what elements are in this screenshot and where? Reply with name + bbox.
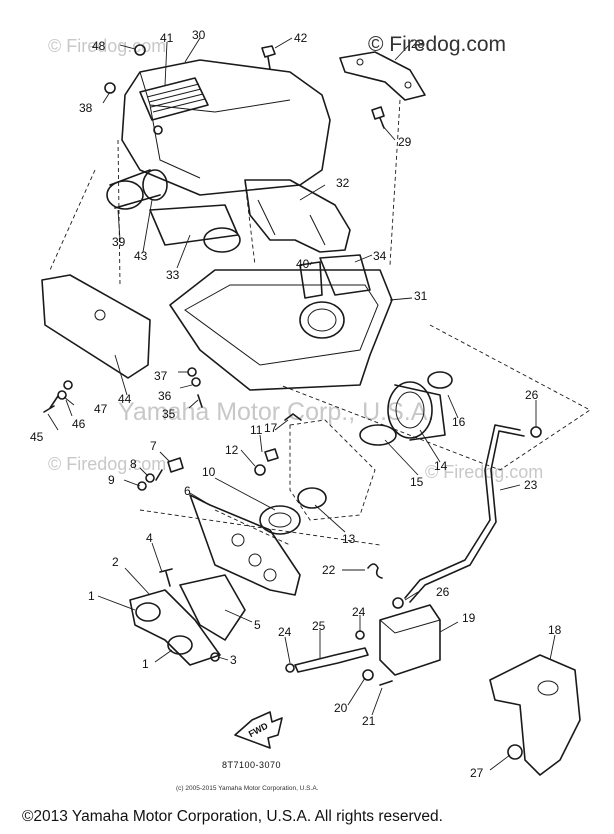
- callout-18: 18: [548, 623, 562, 637]
- callout-24b: 24: [352, 605, 366, 619]
- intake-ducts: [106, 169, 351, 253]
- side-plate: [41, 274, 151, 379]
- callout-21: 21: [362, 714, 376, 728]
- callout-48: 48: [92, 39, 106, 53]
- callout-23: 23: [524, 478, 538, 492]
- callout-26a: 26: [525, 388, 539, 402]
- bracket-part: [339, 51, 426, 101]
- callout-2: 2: [112, 555, 119, 569]
- callout-19: 19: [462, 611, 476, 625]
- carb-joint: [359, 371, 453, 446]
- callout-7: 7: [150, 439, 157, 453]
- callout-22: 22: [322, 563, 336, 577]
- callout-4: 4: [146, 531, 153, 545]
- callout-8: 8: [130, 457, 137, 471]
- callout-35: 35: [162, 407, 176, 421]
- callout-43: 43: [134, 249, 148, 263]
- callout-11: 11: [250, 423, 263, 437]
- callout-31: 31: [414, 289, 428, 303]
- callout-26b: 26: [436, 585, 450, 599]
- watermark-firedog: © Firedog.com: [368, 33, 507, 56]
- callout-40: 40: [296, 257, 310, 271]
- manifold-parts: [129, 487, 327, 666]
- watermark-left: © Firedog.com: [48, 36, 166, 56]
- callout-28: 28: [411, 37, 425, 51]
- watermark-center: Yamaha Motor Corp., U.S.A.: [118, 398, 434, 426]
- callout-1b: 1: [142, 657, 149, 671]
- callout-24a: 24: [278, 625, 292, 639]
- callout-37: 37: [154, 369, 168, 383]
- diagram-code: 8T7100-3070: [222, 760, 282, 770]
- callout-labels: 1 1 2 3 4 5 6 7 8 9 10 11 12 13 14 15 16…: [30, 28, 562, 780]
- callout-16: 16: [452, 415, 466, 429]
- hose: [404, 424, 521, 599]
- small-copyright: (c) 2005-2015 Yamaha Motor Corporation, …: [176, 785, 319, 792]
- callout-17: 17: [264, 421, 278, 435]
- callout-5: 5: [254, 618, 261, 632]
- air-box-case: [169, 254, 393, 391]
- callout-42: 42: [294, 31, 308, 45]
- callout-10: 10: [202, 465, 216, 479]
- callout-41: 41: [160, 31, 174, 45]
- canister: [285, 597, 441, 686]
- callout-34: 34: [373, 249, 387, 263]
- leader-lines: [47, 37, 556, 771]
- callout-33: 33: [166, 268, 180, 282]
- footer-copyright: ©2013 Yamaha Motor Corporation, U.S.A. A…: [22, 808, 443, 825]
- fasteners: [137, 448, 279, 587]
- callout-25: 25: [312, 619, 326, 633]
- callout-6: 6: [184, 484, 191, 498]
- callout-27: 27: [470, 766, 484, 780]
- callout-12: 12: [225, 443, 239, 457]
- callout-20: 20: [334, 701, 348, 715]
- callout-3: 3: [230, 653, 237, 667]
- forward-arrow-icon: FWD: [234, 711, 283, 749]
- callout-46: 46: [72, 417, 86, 431]
- callout-30: 30: [192, 28, 206, 42]
- watermark-mid-right: © Firedog.com: [425, 462, 543, 482]
- air-box-cover: [121, 59, 331, 196]
- callout-45: 45: [30, 430, 44, 444]
- callout-1a: 1: [88, 589, 95, 603]
- callout-13: 13: [342, 532, 356, 546]
- engine-outline: [289, 419, 376, 521]
- callout-44: 44: [118, 392, 132, 406]
- callout-39: 39: [112, 235, 126, 249]
- callout-38: 38: [79, 101, 93, 115]
- callout-32: 32: [336, 176, 350, 190]
- callout-29: 29: [398, 135, 412, 149]
- canister-bracket: [489, 654, 581, 776]
- watermark-mid-left: © Firedog.com: [48, 454, 166, 474]
- callout-36: 36: [158, 389, 172, 403]
- callout-9: 9: [108, 473, 115, 487]
- callout-14: 14: [434, 459, 448, 473]
- callout-15: 15: [410, 475, 424, 489]
- callout-47: 47: [94, 402, 108, 416]
- fwd-label: FWD: [247, 720, 270, 739]
